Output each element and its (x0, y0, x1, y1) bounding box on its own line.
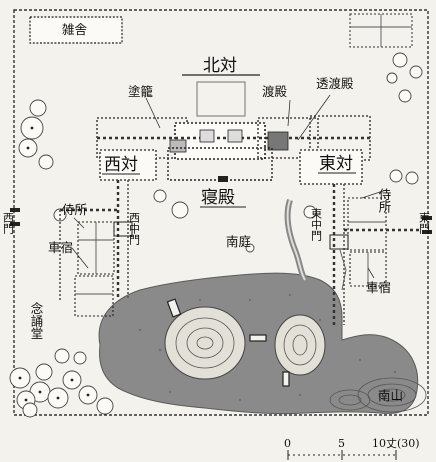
zatsusha-building: 雑舎 (29, 16, 123, 44)
nantei-label: 南庭 (226, 234, 252, 249)
bridges (166, 298, 290, 387)
kitanotai-label: 北対 (203, 56, 237, 76)
west-corridor (113, 180, 133, 300)
higashinotai-building: 東対 (299, 149, 363, 185)
jisho-right-label: 侍所 (377, 188, 392, 213)
kurumayadori-right-label: 車宿 (366, 280, 391, 295)
zatsusha-label: 雑舎 (62, 22, 88, 37)
ne-outbuildings (349, 13, 413, 48)
hokora-label: 塗籠 (128, 84, 154, 99)
higashinotai-label: 東対 (319, 154, 353, 174)
saimon-label: 西門 (2, 212, 15, 235)
east-side-buildings (344, 197, 420, 287)
saichumon-label: 西中門 (128, 212, 141, 246)
nenbutsudo-label: 念誦堂 (29, 301, 44, 340)
higashimon-label: 東門 (418, 212, 431, 235)
scale-tick-5: 5 (338, 437, 345, 450)
scale-tick-0: 0 (284, 437, 291, 450)
scale-tick-10: 10丈(30) (372, 437, 420, 450)
island-right (274, 314, 326, 376)
leader-lines (71, 94, 387, 279)
island-large (164, 306, 246, 380)
trees (9, 52, 423, 418)
higashichumon-label: 東中門 (310, 208, 323, 242)
nanzan-hill (329, 377, 427, 413)
sukiwatadono-label: 透渡殿 (316, 76, 354, 91)
nishinotai-label: 西対 (104, 155, 138, 175)
nishinotai-building: 西対 (99, 149, 157, 181)
shinden-building: 寝殿 (167, 147, 273, 208)
jisho-left-label: 侍所 (62, 202, 87, 217)
west-side-buildings (59, 208, 118, 317)
nanzan-label: 南山 (378, 388, 403, 403)
gates (10, 208, 432, 234)
outer-wall (13, 9, 429, 416)
pond-texture (138, 293, 397, 402)
scale-bar: 0 5 10丈(30) (284, 437, 420, 460)
shinden-label: 寝殿 (201, 187, 235, 208)
watadono-label: 渡殿 (262, 84, 288, 99)
northern-block (96, 115, 371, 161)
kurumayadori-left-label: 車宿 (48, 240, 73, 255)
kitanotai-building: 北対 (182, 56, 260, 117)
tree-centers (18, 126, 90, 402)
garden-stream (284, 199, 308, 282)
